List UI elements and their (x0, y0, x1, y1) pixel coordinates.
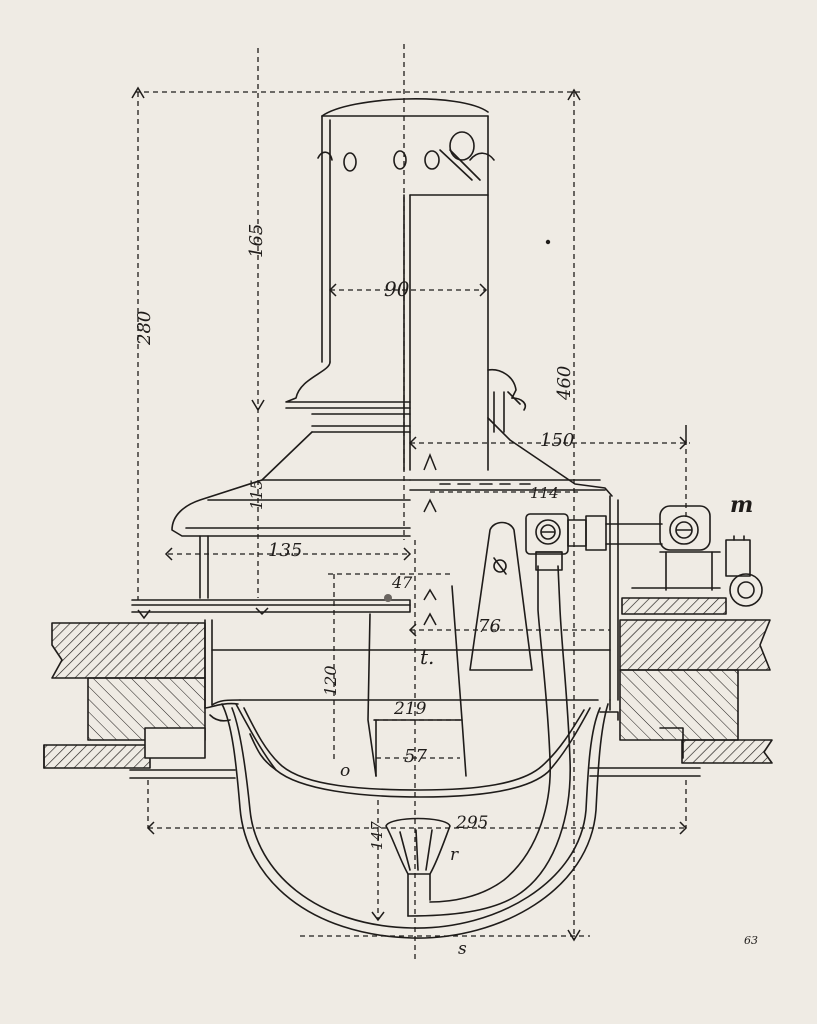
dimension-lines (135, 44, 690, 960)
dim-460: 460 (554, 366, 575, 401)
dim-76: 76 (478, 616, 501, 637)
lamp-body (131, 495, 619, 711)
dim-115: 115 (247, 479, 266, 510)
dim-150: 150 (540, 430, 574, 451)
dim-57: 57 (404, 746, 427, 767)
valve-assembly (525, 505, 763, 615)
label-o: o (340, 761, 350, 781)
shield-plate (469, 521, 533, 671)
label-m: m (730, 492, 753, 518)
dim-47: 47 (391, 573, 413, 592)
dim-280: 280 (134, 311, 155, 346)
mounting-ring (129, 711, 701, 779)
dim-147: 147 (368, 821, 386, 850)
arrowheads (131, 86, 688, 942)
lower-globe (221, 703, 609, 939)
dim-295: 295 (455, 813, 488, 833)
side-latch (487, 368, 527, 433)
hood (171, 417, 613, 537)
right-deck-beam (619, 619, 773, 764)
dim-120: 120 (321, 665, 340, 696)
dim-165: 165 (246, 224, 267, 258)
label-t: t. (420, 645, 434, 669)
dim-114: 114 (530, 484, 559, 502)
feed-pipe (407, 565, 571, 917)
dim-135: 135 (268, 540, 302, 561)
corner-mark: 63 (744, 934, 758, 947)
drain-knob (385, 817, 451, 917)
dim-90: 90 (384, 277, 410, 301)
label-r: r (450, 845, 459, 865)
dim-219: 219 (393, 699, 427, 719)
label-s: s (458, 939, 467, 959)
dimension-labels: 280 165 90 460 150 114 115 135 47 76 120… (134, 224, 758, 959)
